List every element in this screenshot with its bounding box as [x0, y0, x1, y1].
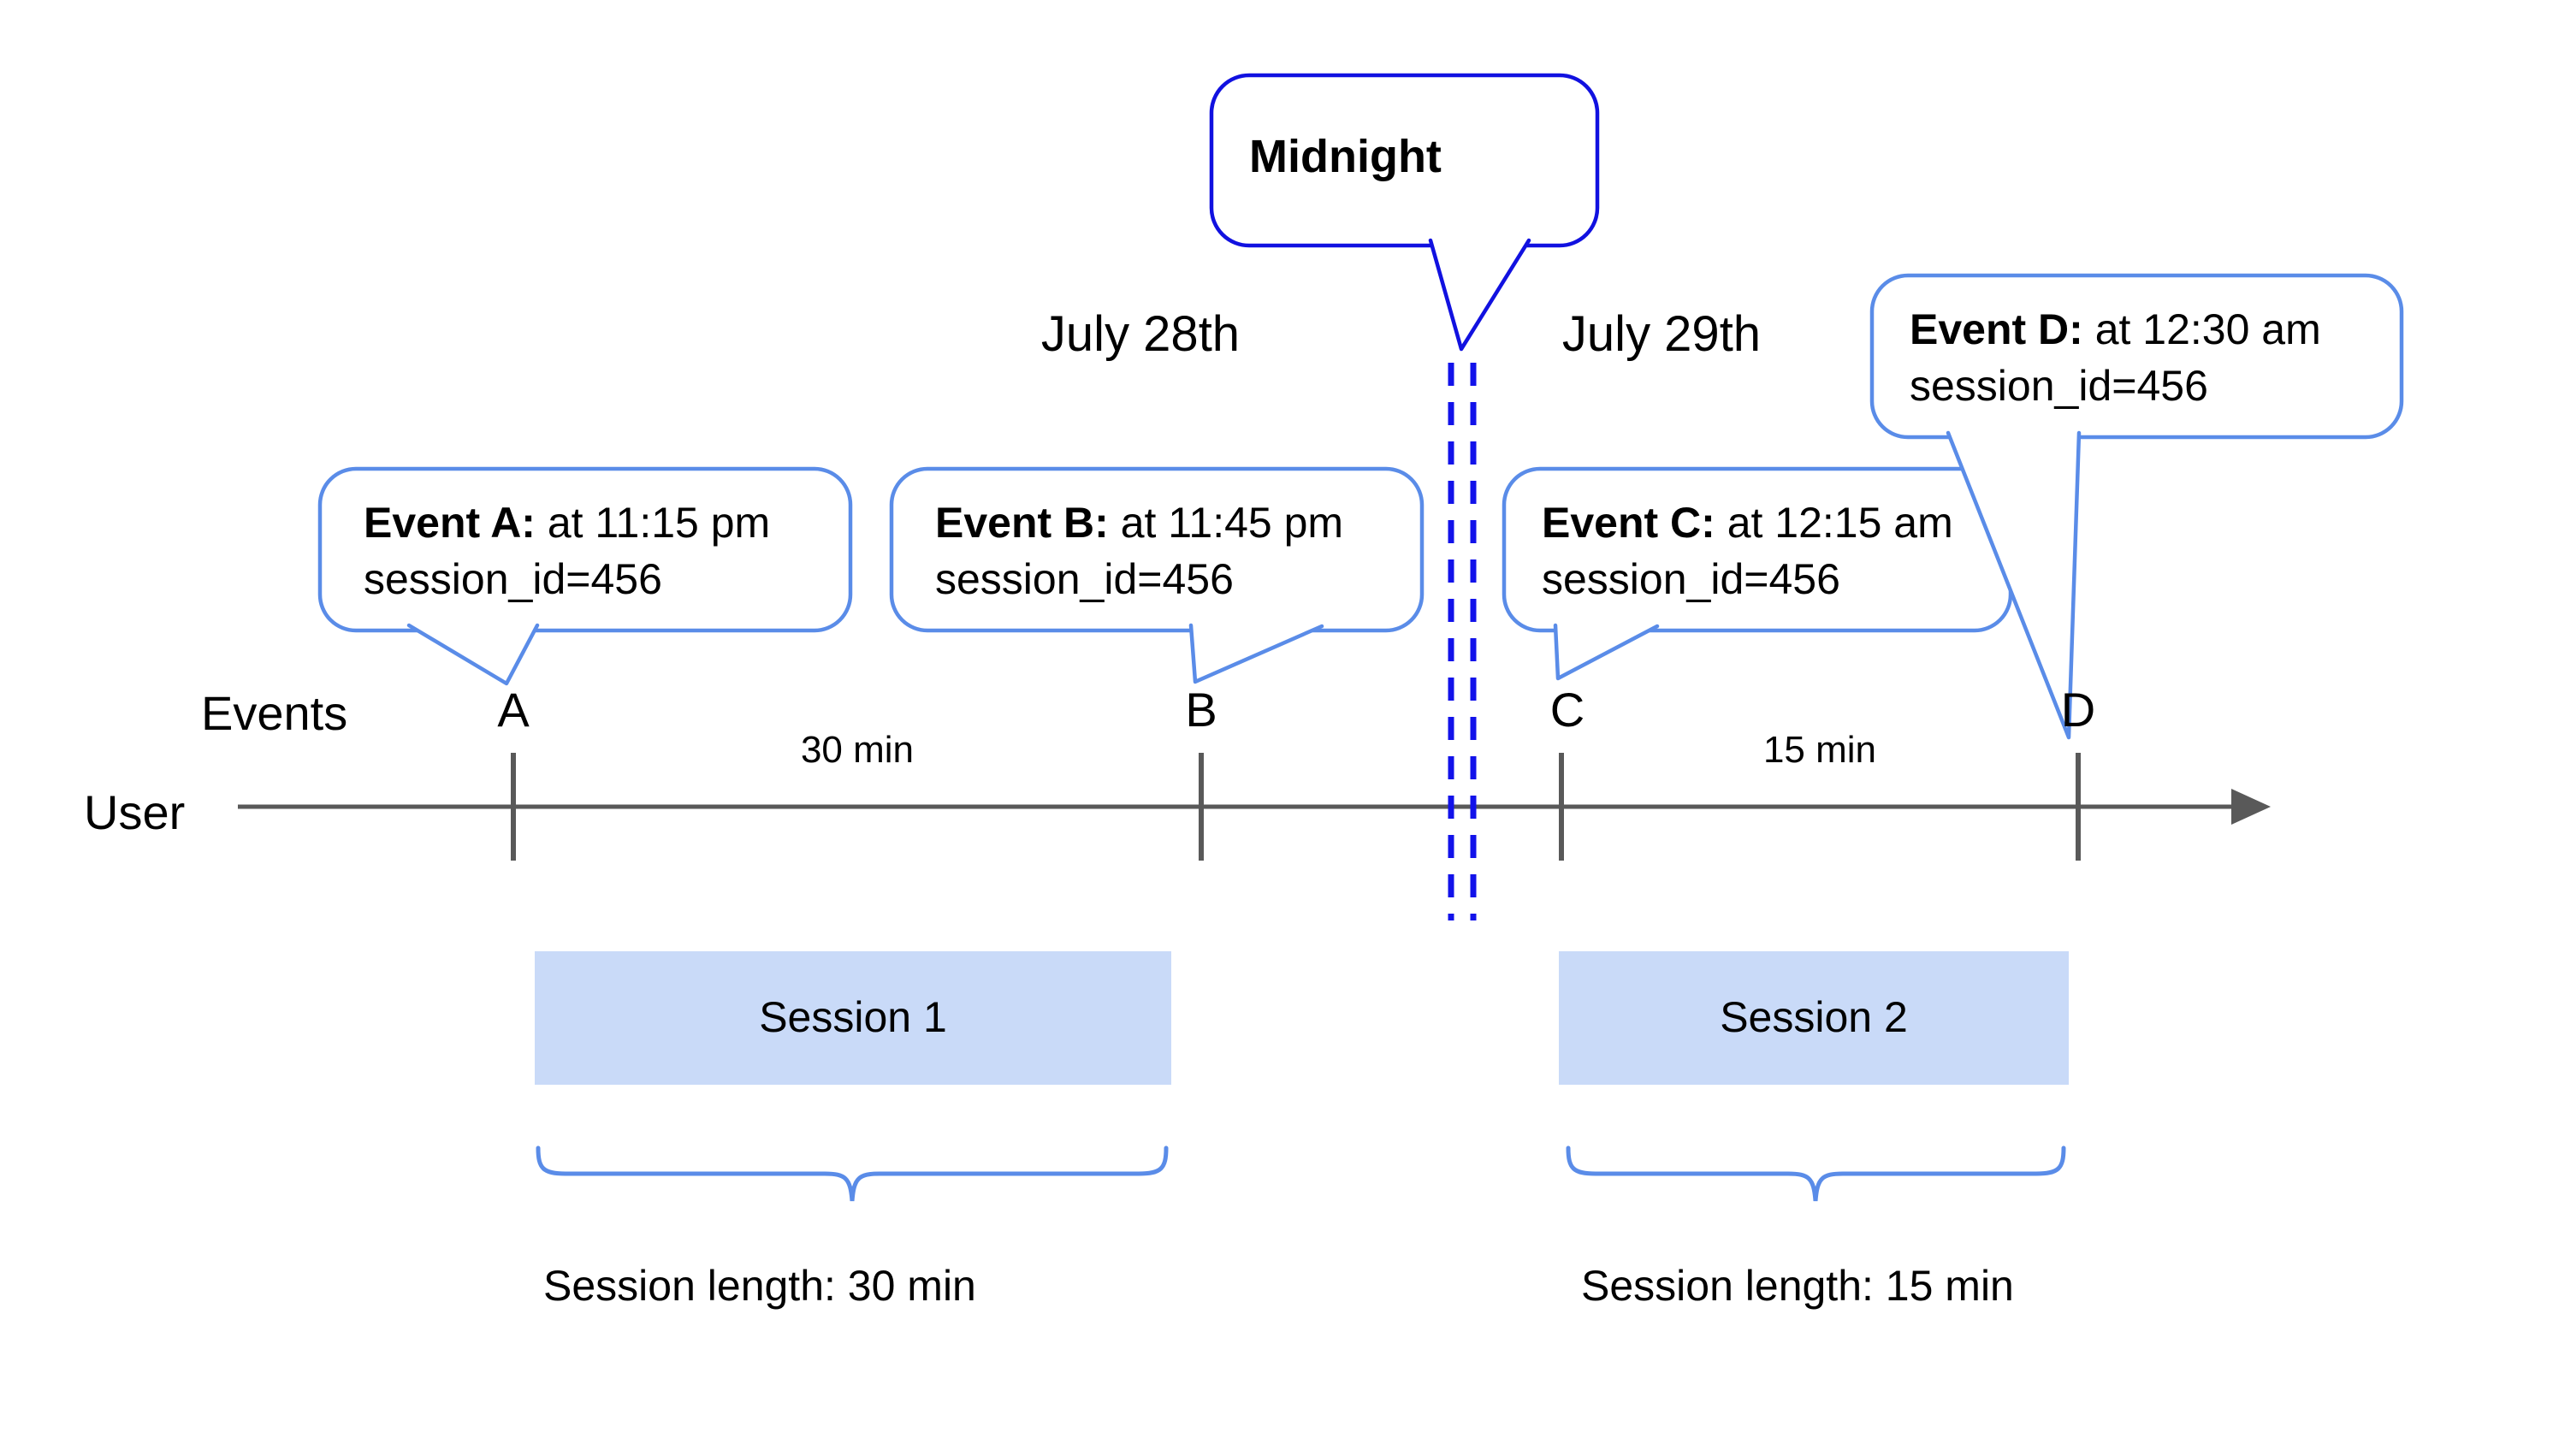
event-c-bubble-tail	[1553, 623, 1660, 681]
session1-box	[535, 951, 1171, 1085]
interval-ab-label: 30 min	[800, 729, 915, 771]
event-b-callout-text: Event B: at 11:45 pm session_id=456	[935, 494, 1343, 607]
event-c-callout-text: Event C: at 12:15 am session_id=456	[1542, 494, 1953, 607]
event-d-bubble-tail	[1946, 430, 2082, 740]
event-b-bubble	[889, 466, 1425, 633]
midnight-label: Midnight	[1249, 131, 1442, 182]
session1-label: Session 1	[759, 993, 947, 1041]
session2-box	[1559, 951, 2069, 1085]
session2-length-label: Session length: 15 min	[1581, 1262, 2014, 1310]
event-d-session-id: session_id=456	[1910, 362, 2208, 410]
event-d-callout-text: Event D: at 12:30 am session_id=456	[1910, 301, 2321, 414]
event-b-session-id: session_id=456	[935, 555, 1234, 603]
date-july-29: July 29th	[1561, 306, 1762, 362]
event-a-bubble-tail	[406, 623, 540, 686]
event-b-bubble-tail	[1188, 623, 1324, 684]
event-a-line1: Event A: at 11:15 pm	[364, 499, 771, 547]
event-b-line1: Event B: at 11:45 pm	[935, 499, 1344, 547]
session1-brace	[536, 1145, 1169, 1202]
session2-brace	[1566, 1145, 2066, 1202]
event-letter-d: D	[2060, 683, 2096, 737]
event-a-callout-text: Event A: at 11:15 pm session_id=456	[364, 494, 770, 607]
date-july-28: July 28th	[1040, 306, 1241, 362]
interval-cd-label: 15 min	[1762, 729, 1877, 771]
event-d-bubble	[1869, 273, 2404, 440]
midnight-bubble	[1209, 73, 1600, 248]
event-letter-a: A	[497, 683, 530, 737]
event-letter-b: B	[1185, 683, 1217, 737]
event-d-line1: Event D: at 12:30 am	[1910, 305, 2321, 353]
event-letter-c: C	[1549, 683, 1585, 737]
event-a-session-id: session_id=456	[364, 555, 662, 603]
session1-length-label: Session length: 30 min	[543, 1262, 976, 1310]
events-row-label: Events	[201, 686, 348, 740]
midnight-bubble-tail	[1428, 238, 1531, 352]
session2-label: Session 2	[1720, 993, 1908, 1041]
event-c-session-id: session_id=456	[1542, 555, 1840, 603]
event-c-line1: Event C: at 12:15 am	[1542, 499, 1953, 547]
user-row-label: User	[84, 785, 186, 839]
event-a-bubble	[317, 466, 853, 633]
timeline-arrowhead-icon	[2231, 789, 2271, 825]
